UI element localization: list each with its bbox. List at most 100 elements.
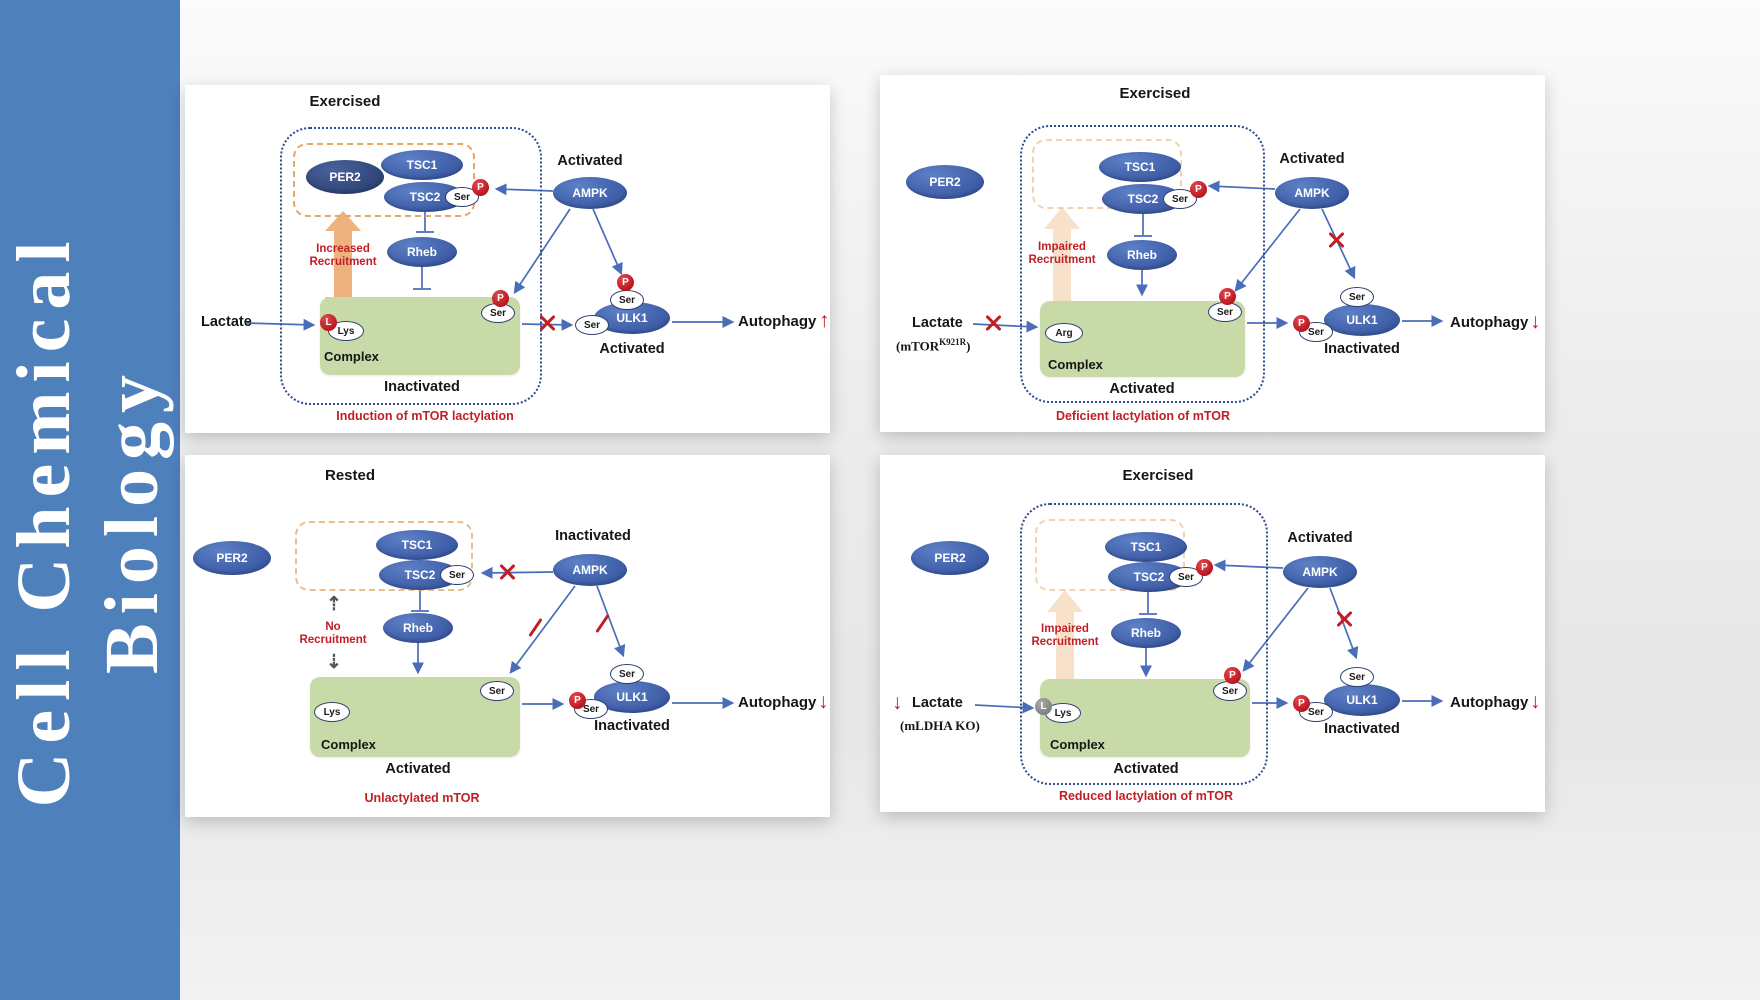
ulk1-state-label: Activated xyxy=(599,341,665,357)
panel-exercised-reduced: Exercised PER2 TSC1 TSC2 Ser P AMPK Acti… xyxy=(880,455,1545,812)
lactate-mutation-note: (mTORK921R) xyxy=(896,337,970,354)
note-pre: (mTOR xyxy=(896,338,940,354)
tsc2-node: TSC2 xyxy=(1108,562,1190,592)
recruitment-line2: Recruitment xyxy=(1028,254,1096,266)
blocked-x-icon xyxy=(1327,231,1345,249)
ser-badge: Ser xyxy=(610,290,644,310)
per2-tsc-box xyxy=(295,521,473,591)
journal-title-line2: Biology xyxy=(90,366,174,674)
recruitment-label: No Recruitment xyxy=(299,621,366,647)
ser-badge: Ser xyxy=(575,315,609,335)
ulk1-node: ULK1 xyxy=(1324,684,1400,716)
lactate-label: Lactate xyxy=(912,315,963,331)
ampk-node: AMPK xyxy=(553,177,627,209)
rheb-node: Rheb xyxy=(1111,618,1181,648)
ser-badge: Ser xyxy=(1169,567,1203,587)
recruitment-line2: Recruitment xyxy=(309,256,377,268)
ser-badge: Ser xyxy=(1163,189,1197,209)
per2-node: PER2 xyxy=(906,165,984,199)
lactate-decrease-arrow: ↓ xyxy=(892,691,903,714)
panel-title: Exercised xyxy=(1119,85,1191,102)
complex-label: Complex xyxy=(321,737,376,752)
ser-badge: Ser xyxy=(445,187,479,207)
autophagy-up-arrow: ↑ xyxy=(819,309,830,332)
ulk1-state-label: Inactivated xyxy=(594,718,670,734)
autophagy-label: Autophagy xyxy=(738,313,817,330)
panel-exercised-induction: Exercised PER2 TSC1 TSC2 Ser P AMPK Acti… xyxy=(185,85,830,433)
journal-title: Cell Chemical Biology xyxy=(0,232,176,807)
panel-caption: Reduced lactylation of mTOR xyxy=(1058,789,1234,803)
lactate-label: Lactate xyxy=(201,314,252,330)
complex-state-label: Activated xyxy=(1109,381,1175,397)
autophagy-down-arrow: ↓ xyxy=(1530,310,1541,333)
blocked-x-icon xyxy=(538,314,556,332)
dashed-up-arrow-icon: ⇡ xyxy=(326,594,342,615)
phospho-badge: P xyxy=(472,179,489,196)
journal-sidebar: Cell Chemical Biology xyxy=(0,0,180,1000)
autophagy-label: Autophagy xyxy=(1450,694,1529,711)
autophagy-label: Autophagy xyxy=(1450,314,1529,331)
lactyl-badge: L xyxy=(320,314,337,331)
ser-badge: Ser xyxy=(440,565,474,585)
per2-tsc-box xyxy=(293,143,475,217)
recruitment-label: Impaired Recruitment xyxy=(1031,623,1098,649)
lys-badge: Lys xyxy=(328,321,364,341)
ampk-state-label: Activated xyxy=(557,153,623,169)
autophagy-label: Autophagy xyxy=(738,694,817,711)
panel-title: Rested xyxy=(324,467,376,484)
recruitment-line1: Increased xyxy=(316,243,370,255)
cell-boundary xyxy=(1020,503,1268,785)
recruitment-line1: No xyxy=(325,621,341,633)
panel-caption: Induction of mTOR lactylation xyxy=(336,409,514,423)
blocked-slash-icon xyxy=(528,617,543,638)
lactyl-badge-gray: L xyxy=(1035,698,1052,715)
blocked-slash-icon xyxy=(595,613,610,634)
recruitment-label: Impaired Recruitment xyxy=(1028,241,1095,267)
panel-title: Exercised xyxy=(1122,467,1194,484)
rheb-node: Rheb xyxy=(387,237,457,267)
dashed-down-arrow-icon: ⇣ xyxy=(326,652,342,673)
tsc1-node: TSC1 xyxy=(1105,532,1187,562)
autophagy-down-arrow: ↓ xyxy=(818,690,829,713)
rheb-node: Rheb xyxy=(1107,240,1177,270)
arg-badge: Arg xyxy=(1045,323,1083,343)
complex-state-label: Inactivated xyxy=(384,379,460,395)
complex-label: Complex xyxy=(1050,737,1105,752)
ser-badge: Ser xyxy=(1208,302,1242,322)
ser-badge: Ser xyxy=(610,664,644,684)
ulk1-node: ULK1 xyxy=(1324,304,1400,336)
per2-tsc-box xyxy=(1035,519,1185,591)
ser-badge: Ser xyxy=(1340,287,1374,307)
phospho-badge: P xyxy=(492,290,509,307)
complex-state-label: Activated xyxy=(1113,761,1179,777)
cell-boundary xyxy=(280,127,542,405)
phospho-badge: P xyxy=(1196,559,1213,576)
phospho-badge: P xyxy=(569,692,586,709)
ampk-node: AMPK xyxy=(1275,177,1349,209)
tsc1-node: TSC1 xyxy=(1099,152,1181,182)
blocked-x-icon xyxy=(984,314,1002,332)
ampk-state-label: Inactivated xyxy=(555,528,631,544)
recruitment-line1: Impaired xyxy=(1041,623,1089,635)
blocked-x-icon xyxy=(1335,610,1353,628)
tsc1-node: TSC1 xyxy=(381,150,463,180)
panel-title: Exercised xyxy=(309,93,381,110)
ampk-state-label: Activated xyxy=(1279,151,1345,167)
phospho-badge: P xyxy=(1293,695,1310,712)
lys-badge: Lys xyxy=(314,702,350,722)
pathway-arrows-svg xyxy=(411,566,735,710)
complex-state-label: Activated xyxy=(385,761,451,777)
recruitment-line2: Recruitment xyxy=(1031,636,1099,648)
ulk1-state-label: Inactivated xyxy=(1324,721,1400,737)
panel-caption: Deficient lactylation of mTOR xyxy=(1055,409,1231,423)
per2-node: PER2 xyxy=(911,541,989,575)
panel-caption: Unlactylated mTOR xyxy=(364,791,480,805)
note-post: ) xyxy=(966,338,971,354)
ser-badge: Ser xyxy=(1340,667,1374,687)
rheb-node: Rheb xyxy=(383,613,453,643)
ulk1-state-label: Inactivated xyxy=(1324,341,1400,357)
note-sup: K921R xyxy=(939,337,967,347)
recruitment-label: Increased Recruitment xyxy=(309,243,376,269)
phospho-badge: P xyxy=(1293,315,1310,332)
ampk-node: AMPK xyxy=(553,554,627,586)
